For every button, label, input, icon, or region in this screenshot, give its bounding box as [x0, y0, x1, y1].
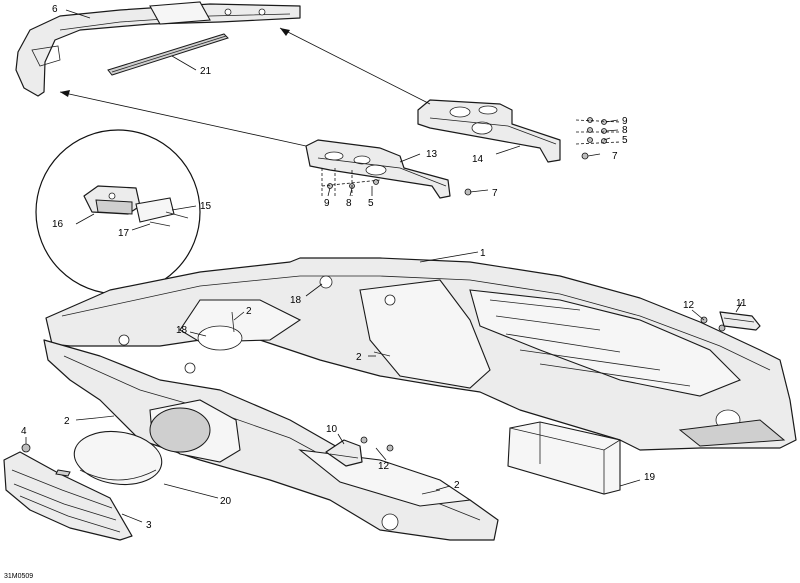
callout-8-left: 8	[346, 198, 352, 209]
callout-12-right: 12	[683, 300, 695, 311]
callout-16: 16	[52, 219, 64, 230]
rear-bumper-part[interactable]	[15, 1, 301, 97]
callout-7-right: 7	[612, 151, 618, 162]
stiffener-bar-part[interactable]	[107, 33, 229, 76]
callout-18-top: 18	[290, 295, 302, 306]
bracket-alignment-lines	[267, 119, 621, 341]
callout-8-right: 8	[622, 125, 628, 136]
side-grille-part[interactable]	[3, 451, 133, 541]
callout-2-left: 2	[64, 416, 70, 427]
callout-20: 20	[220, 496, 232, 507]
figure-code: 31M0509	[4, 573, 33, 580]
mounting-bracket-part[interactable]	[325, 439, 363, 467]
callout-6: 6	[52, 4, 58, 15]
callout-12-bottom: 12	[378, 461, 390, 472]
callout-14: 14	[472, 154, 484, 165]
callout-17: 17	[118, 228, 130, 239]
callout-5-left: 5	[368, 198, 374, 209]
left-bumper-bracket-part[interactable]	[305, 139, 451, 199]
leader-lines	[25, 9, 743, 523]
callout-9-right: 9	[622, 116, 628, 127]
callout-21: 21	[200, 66, 212, 77]
callout-9-left: 9	[324, 198, 330, 209]
callout-5-right: 5	[622, 135, 628, 146]
callout-4: 4	[21, 426, 27, 437]
support-bracket-part[interactable]	[719, 311, 761, 331]
callout-13: 13	[426, 149, 438, 160]
callout-labels: 1 2 2 2 2 3 4 5 5 6 7 7 8 8 9 9 10 11 12…	[4, 4, 747, 580]
callout-3: 3	[146, 520, 152, 531]
callout-2-center: 2	[356, 352, 362, 363]
callout-11: 11	[736, 298, 747, 309]
callout-7-left: 7	[492, 188, 498, 199]
callout-15: 15	[200, 201, 212, 212]
assembly-arrows	[59, 27, 431, 147]
right-bumper-bracket-part[interactable]	[417, 99, 561, 163]
callout-2-bottom: 2	[454, 480, 460, 491]
callout-18-left: 18	[176, 325, 188, 336]
callout-2-top: 2	[246, 306, 252, 317]
oval-cover-part[interactable]	[71, 426, 165, 490]
foam-block-part[interactable]	[507, 421, 621, 495]
rivets	[95, 311, 441, 495]
bottom-pan-part[interactable]	[45, 257, 797, 451]
callout-19: 19	[644, 472, 656, 483]
callout-1: 1	[480, 248, 486, 259]
callout-10: 10	[326, 424, 338, 435]
